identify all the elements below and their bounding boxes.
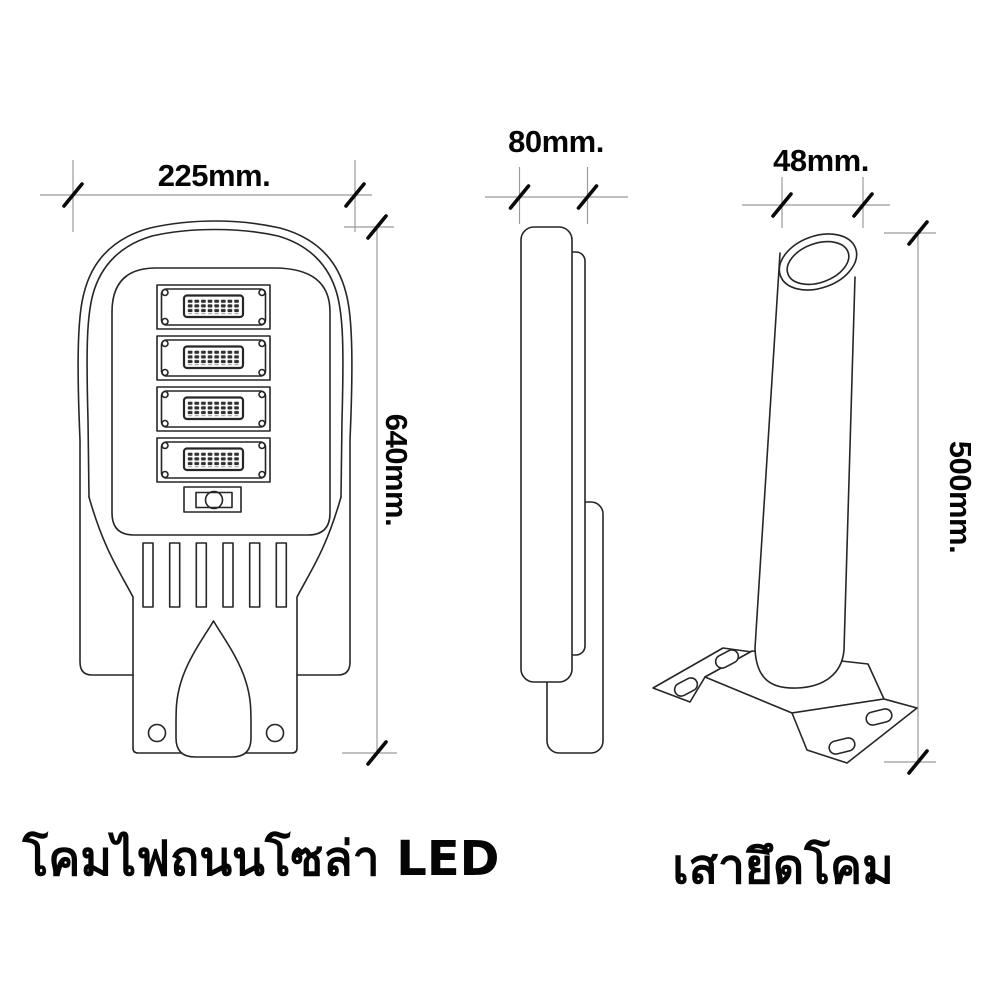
side-depth-label: 80mm. bbox=[508, 124, 604, 159]
side-depth-dimension: 80mm. bbox=[485, 124, 628, 224]
lamp-outer-shell bbox=[77, 220, 353, 676]
pole-tube bbox=[754, 233, 858, 689]
mounting-hole-left bbox=[147, 723, 167, 743]
bolt-slot bbox=[865, 708, 893, 726]
motion-sensor bbox=[183, 486, 242, 513]
pole-drawing bbox=[652, 233, 918, 764]
front-caption: โคมไฟถนนโซล่า LED bbox=[22, 830, 500, 887]
pole-diameter-dimension: 48mm. bbox=[742, 143, 890, 228]
dimension-tick bbox=[907, 220, 929, 246]
vent-slots bbox=[142, 542, 288, 608]
dimension-tick bbox=[576, 184, 599, 210]
front-view: 225mm. 640mm. bbox=[22, 158, 500, 887]
front-width-label: 225mm. bbox=[158, 158, 270, 193]
cable-cover-teardrop bbox=[175, 620, 252, 758]
front-height-dimension: 640mm. bbox=[342, 214, 414, 766]
dimension-tick bbox=[771, 192, 793, 218]
bolt-slot bbox=[673, 677, 699, 697]
lamp-front-panel bbox=[111, 267, 331, 536]
side-view: 80mm. bbox=[485, 124, 628, 754]
pole-top-opening-inner bbox=[786, 240, 850, 286]
dimension-tick bbox=[62, 182, 84, 208]
dimension-tick bbox=[852, 192, 874, 218]
bolt-slot bbox=[714, 649, 740, 669]
pole-height-label: 500mm. bbox=[943, 441, 978, 553]
dimension-tick bbox=[366, 740, 388, 766]
pole-height-dimension: 500mm. bbox=[884, 220, 978, 775]
dimension-tick bbox=[907, 749, 929, 775]
lamp-side-drawing bbox=[520, 226, 604, 754]
front-height-label: 640mm. bbox=[379, 414, 414, 526]
pole-top-opening-outer bbox=[778, 233, 858, 291]
mounting-hole-right bbox=[265, 723, 285, 743]
dimension-tick bbox=[508, 184, 531, 210]
lamp-front-drawing bbox=[77, 220, 353, 758]
side-lamp-body bbox=[520, 226, 573, 683]
lamp-inner-shell-line bbox=[86, 228, 344, 498]
bolt-slot bbox=[828, 737, 856, 755]
dimension-tick bbox=[366, 214, 388, 240]
dimension-tick bbox=[344, 182, 366, 208]
pole-view: 48mm. 500mm. bbox=[652, 143, 978, 895]
front-width-dimension: 225mm. bbox=[40, 158, 372, 232]
pole-caption: เสายึดโคม bbox=[672, 838, 893, 895]
pole-diameter-label: 48mm. bbox=[773, 143, 869, 178]
